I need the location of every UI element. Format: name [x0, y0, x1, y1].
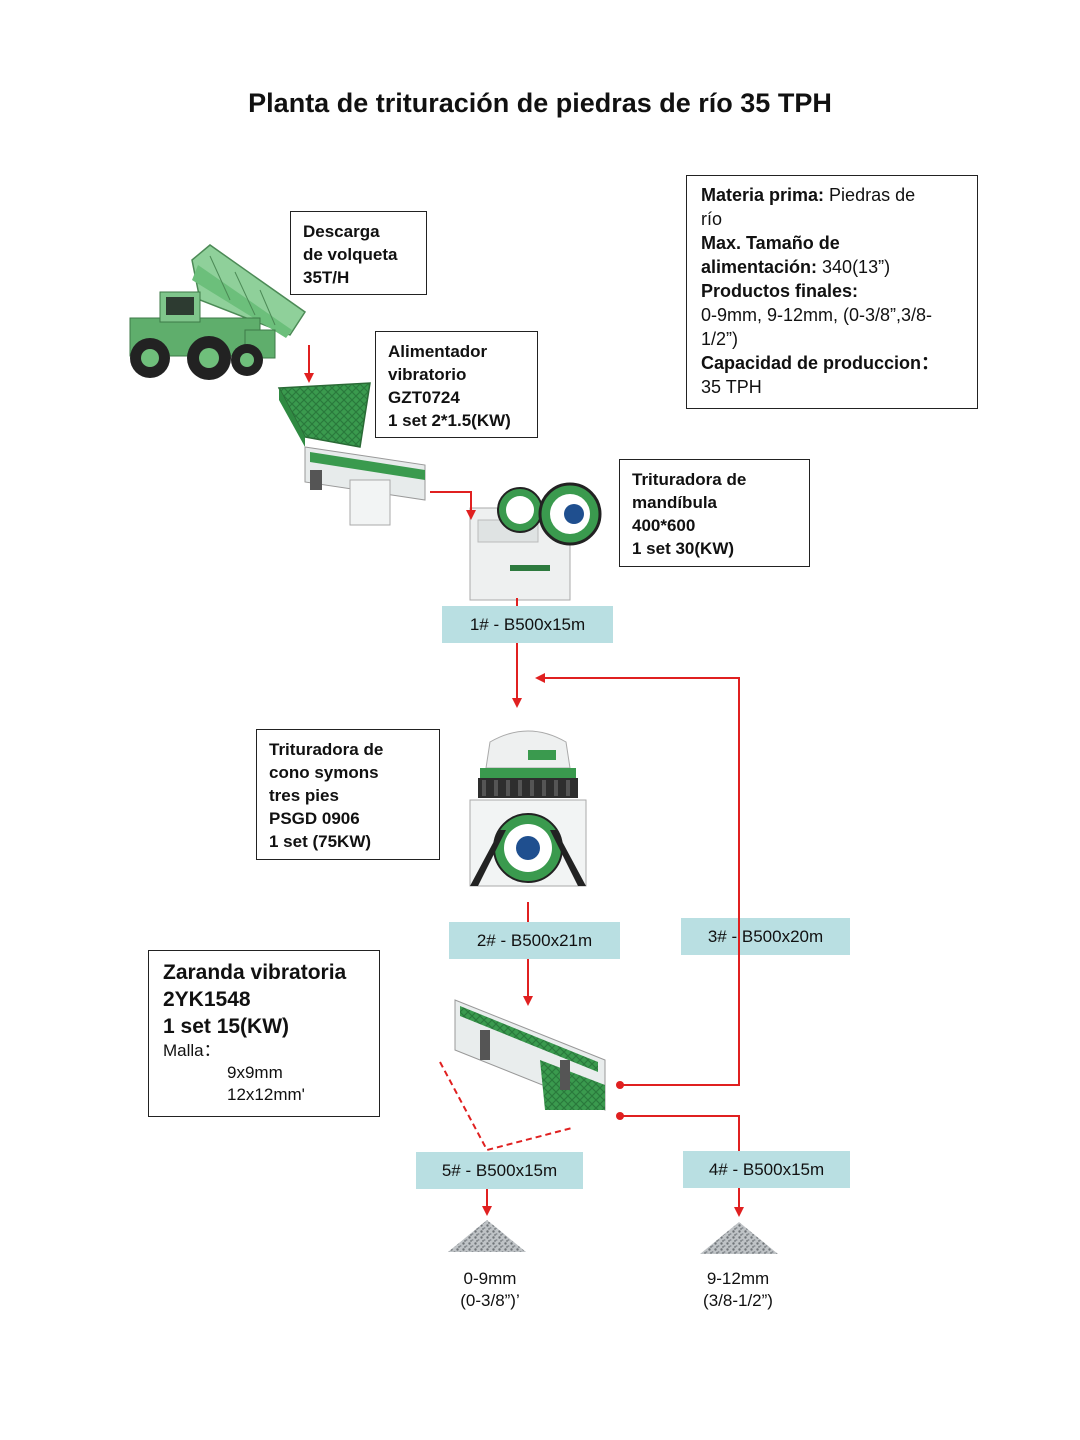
- conveyor-4-tag: 4# - B500x15m: [683, 1151, 850, 1188]
- vibrating-screen-image: [454, 999, 606, 1111]
- flow-arrow-feeder-to-jaw: [430, 491, 476, 520]
- truck-label-line: Descarga: [303, 222, 380, 241]
- feeder-label-box: Alimentador vibratorio GZT0724 1 set 2*1…: [375, 331, 538, 438]
- gravel-pile-2-image: [700, 1222, 778, 1254]
- raw-material-value: Piedras de: [824, 185, 916, 205]
- middle-outlet-dot: [616, 1112, 624, 1120]
- feeder-label-line: vibratorio: [388, 365, 467, 384]
- products-value-cont: 1/2”): [701, 329, 739, 349]
- gravel-pile-1-image: [448, 1220, 526, 1252]
- mesh-size: 9x9mm: [227, 1063, 283, 1082]
- mesh-size: 12x12mm': [227, 1085, 305, 1104]
- feeder-label-line: GZT0724: [388, 388, 460, 407]
- screen-label-line: 1 set 15(KW): [163, 1015, 290, 1038]
- screen-label-line: Zaranda vibratoria: [163, 961, 347, 984]
- feed-size-label-cont: alimentación:: [701, 257, 818, 277]
- capacity-label: Capacidad de produccion：: [701, 353, 940, 373]
- cone-label-line: Trituradora de: [269, 740, 384, 759]
- cone-label-line: 1 set (75KW): [269, 832, 372, 851]
- conveyor-3-tag: 3# - B500x20m: [681, 918, 850, 955]
- truck-label-line: 35T/H: [303, 268, 350, 287]
- product-2-size: 9-12mm: [706, 1269, 770, 1288]
- raw-material-value-cont: río: [701, 209, 723, 229]
- jaw-label-line: Trituradora de: [632, 470, 747, 489]
- flow-line-screen-to-conveyor4: [620, 1115, 740, 1151]
- cone-label-line: PSGD 0906: [269, 809, 360, 828]
- raw-material-label: Materia prima:: [701, 185, 825, 205]
- product-1-size: 0-9mm: [463, 1269, 517, 1288]
- feed-size-label: Max. Tamaño de: [701, 233, 840, 253]
- fines-dashed-chute: [439, 1061, 573, 1152]
- cone-label-line: cono symons: [269, 763, 379, 782]
- screen-label-box: Zaranda vibratoria 2YK1548 1 set 15(KW) …: [148, 950, 380, 1117]
- conveyor-2-tag: 2# - B500x21m: [449, 922, 620, 959]
- jaw-label-line: 1 set 30(KW): [632, 539, 735, 558]
- jaw-label-line: mandíbula: [632, 493, 718, 512]
- jaw-crusher-image: [469, 482, 602, 601]
- truck-label-line: de volqueta: [303, 245, 398, 264]
- feed-size-value: 340(13”): [817, 257, 891, 277]
- page-title: Planta de trituración de piedras de río …: [248, 88, 832, 118]
- feeder-label-line: 1 set 2*1.5(KW): [388, 411, 511, 430]
- screen-label-line: 2YK1548: [163, 988, 251, 1011]
- truck-label-box: Descarga de volqueta 35T/H: [290, 211, 427, 295]
- cone-crusher-label-box: Trituradora de cono symons tres pies PSG…: [256, 729, 440, 860]
- jaw-crusher-label-box: Trituradora de mandíbula 400*600 1 set 3…: [619, 459, 810, 567]
- product-1-label: 0-9mm (0-3/8”)’: [430, 1268, 550, 1312]
- product-2-label: 9-12mm (3/8-1/2”): [678, 1268, 798, 1312]
- cone-crusher-image: [469, 730, 587, 887]
- conveyor-5-tag: 5# - B500x15m: [416, 1152, 583, 1189]
- conveyor-1-tag: 1# - B500x15m: [442, 606, 613, 643]
- product-2-size-inch: (3/8-1/2”): [703, 1291, 773, 1310]
- cone-label-line: tres pies: [269, 786, 339, 805]
- jaw-label-line: 400*600: [632, 516, 696, 535]
- products-label: Productos finales:: [701, 281, 859, 301]
- mesh-label: Malla：: [163, 1041, 221, 1060]
- flow-arrow-oversize-return: [535, 673, 740, 1086]
- capacity-value: 35 TPH: [701, 377, 762, 397]
- dump-truck-image: [129, 244, 307, 380]
- vibrating-feeder-image: [277, 382, 426, 526]
- specs-box: Materia prima: Piedras de río Max. Tamañ…: [686, 175, 978, 409]
- oversize-outlet-dot: [616, 1081, 624, 1089]
- feeder-label-line: Alimentador: [388, 342, 488, 361]
- products-value: 0-9mm, 9-12mm, (0-3/8”,3/8-: [701, 305, 933, 325]
- product-1-size-inch: (0-3/8”)’: [460, 1291, 520, 1310]
